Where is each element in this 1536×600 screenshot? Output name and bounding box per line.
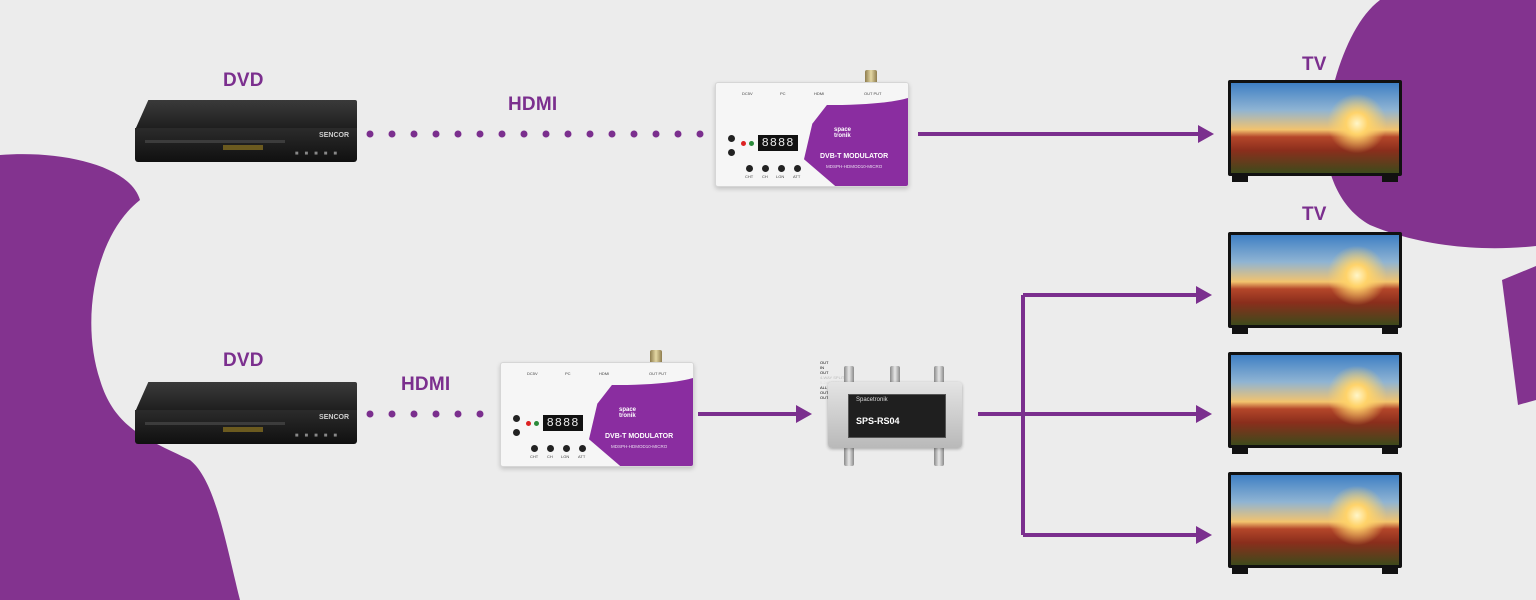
dvd-label-bottom: DVD: [223, 350, 264, 371]
port-label: OUT: [820, 390, 829, 395]
button-label: LGN: [561, 454, 570, 459]
dvd-label-top: DVD: [223, 70, 264, 91]
button-label: CHT: [530, 454, 539, 459]
button-label: CH: [762, 174, 768, 179]
splitter-sps-rs04: OUT IN OUT Spacetronik SPS-RS04 4-WAY SP…: [820, 360, 970, 470]
port-label: OUT PUT: [649, 371, 667, 376]
port-label: OUT: [820, 395, 829, 400]
modulator-model: MDSPH-HDMOD10-MICRO: [826, 164, 883, 169]
modulator-model: MDSPH-HDMOD10-MICRO: [611, 444, 668, 449]
hdmi-dotted-line-bottom: [366, 410, 484, 418]
port-label: OUT: [820, 360, 829, 365]
button-label: ATT: [793, 174, 801, 179]
tv-label-group: TV: [1302, 204, 1327, 225]
tv-label-top: TV: [1302, 54, 1327, 75]
port-label: HDMI: [814, 91, 825, 96]
splitter-model: SPS-RS04: [856, 416, 900, 426]
dvd-brand: SENCOR: [319, 132, 349, 139]
modulator-title: DVB-T MODULATOR: [820, 153, 889, 160]
tv-2: [1228, 352, 1402, 456]
port-label: DC5V: [527, 371, 538, 376]
button-label: LGN: [776, 174, 785, 179]
dvd-player-top: SENCOR ■■■■■: [135, 100, 357, 164]
port-label: OUT PUT: [864, 91, 882, 96]
dvd-player-bottom: SENCOR ■■■■■: [135, 382, 357, 446]
button-label: CHT: [745, 174, 754, 179]
port-label: HDMI: [599, 371, 610, 376]
tv-1: [1228, 232, 1402, 336]
blob-right: [1502, 266, 1536, 405]
segment-display: 8888: [758, 135, 798, 151]
dvd-brand: SENCOR: [319, 414, 349, 421]
blob-left: [0, 154, 240, 600]
modulator-title: DVB-T MODULATOR: [605, 433, 674, 440]
coax-arrows-splitter-to-tvs: [978, 286, 1212, 544]
coax-arrow-top: [918, 125, 1214, 143]
hdmi-label-bottom: HDMI: [401, 374, 451, 395]
coax-arrow-mod-to-splitter: [698, 405, 812, 423]
splitter-type: 4-WAY SPLITTER: [820, 375, 853, 380]
tv-3: [1228, 472, 1402, 576]
tv-top: [1228, 80, 1402, 184]
splitter-brand: Spacetronik: [856, 397, 888, 403]
port-label: PC: [565, 371, 571, 376]
port-label: OUT: [820, 370, 829, 375]
blob-top-right: [1325, 0, 1536, 249]
hdmi-dotted-line-top: [366, 130, 704, 138]
port-label: DC5V: [742, 91, 753, 96]
button-label: CH: [547, 454, 553, 459]
segment-display: 8888: [543, 415, 583, 431]
port-label: IN: [820, 365, 824, 370]
button-label: ATT: [578, 454, 586, 459]
hdmi-label-top: HDMI: [508, 94, 558, 115]
port-label: PC: [780, 91, 786, 96]
